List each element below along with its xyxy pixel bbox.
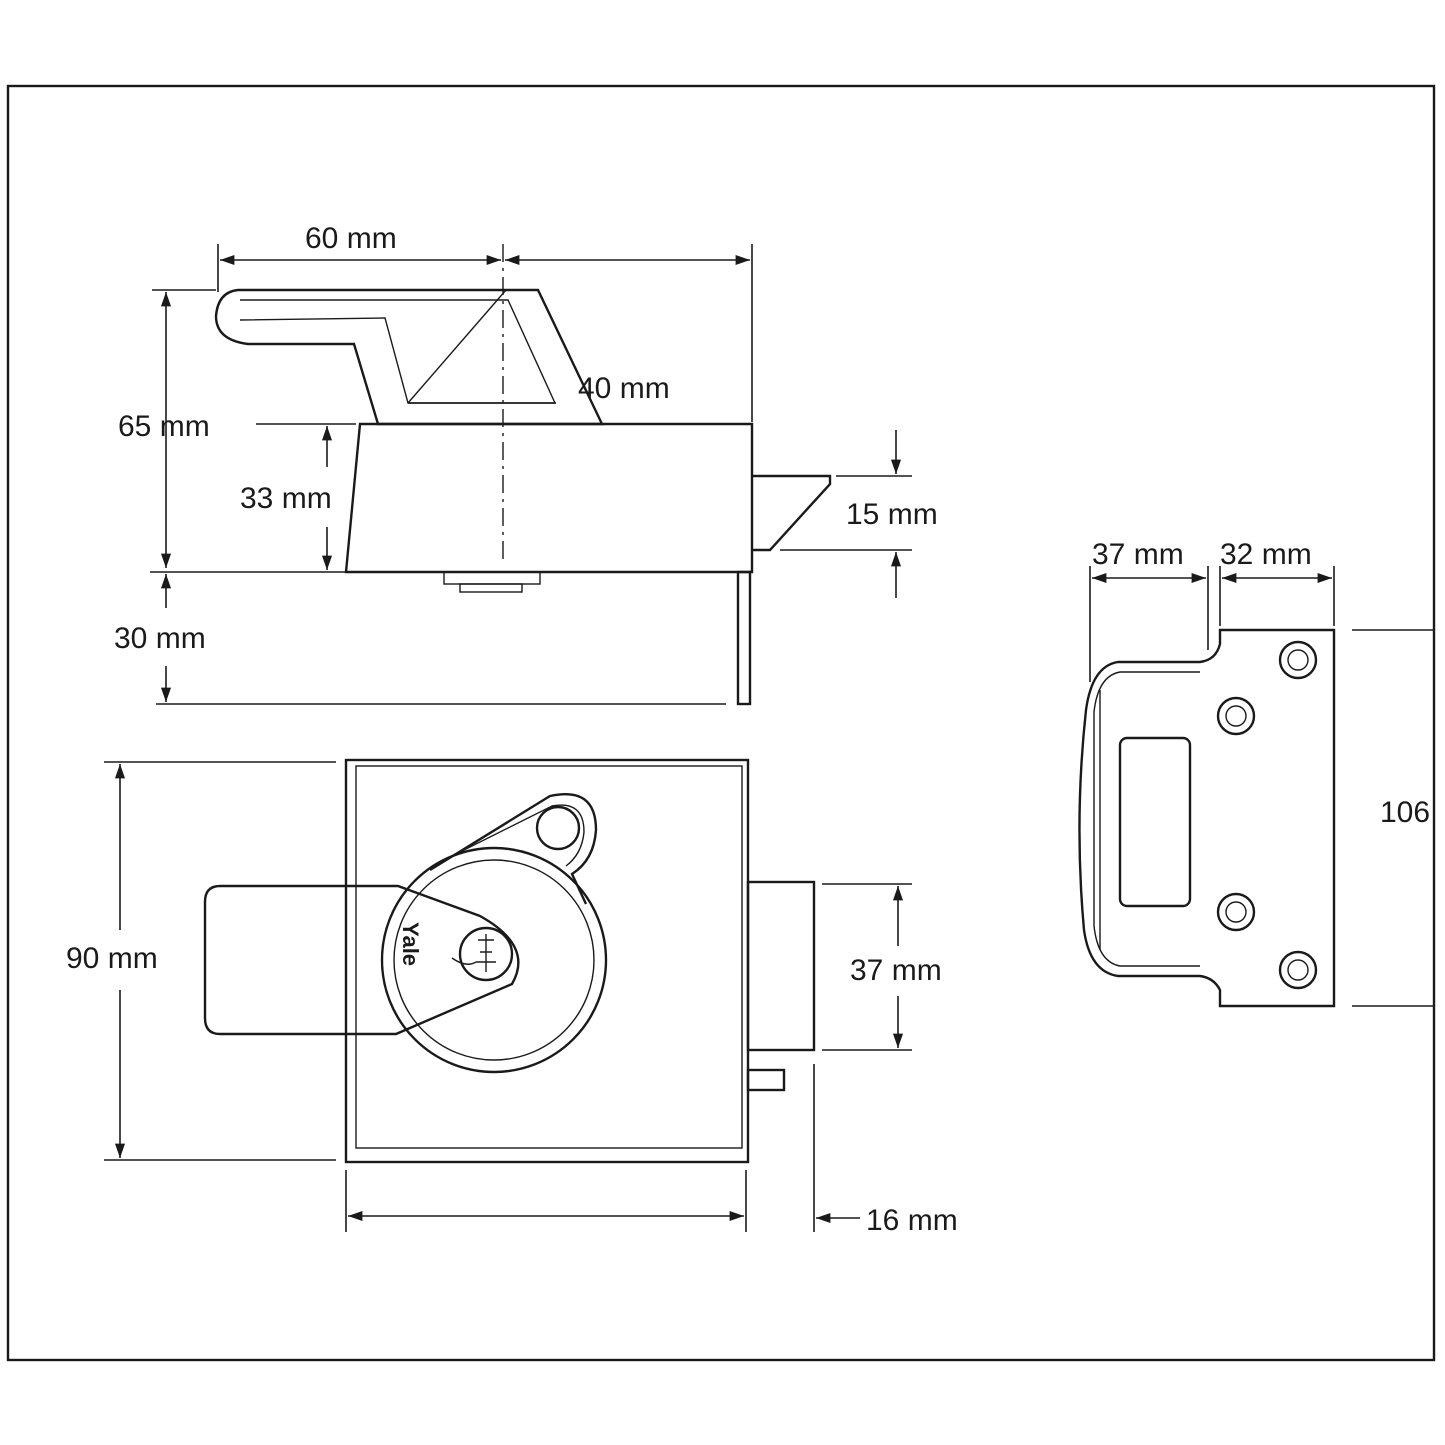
side-latch-bolt — [752, 474, 832, 552]
front-cylinder-rose-inner — [393, 859, 595, 1061]
front-fixing-hole — [535, 805, 581, 851]
label-106: 106 — [1380, 796, 1430, 829]
side-lever-handle — [214, 288, 604, 426]
staple-screw-hole-2-inner — [1225, 705, 1247, 727]
label-32mm: 32 mm — [1220, 538, 1312, 571]
staple-bolt-opening — [1118, 736, 1192, 908]
label-33mm: 33 mm — [240, 482, 332, 515]
label-15mm: 15 mm — [846, 498, 938, 531]
front-keyway-slot — [451, 934, 496, 972]
side-lever-inner-contour — [239, 299, 557, 404]
staple-screw-hole-1-inner — [1287, 649, 1309, 671]
label-90mm: 90 mm — [66, 942, 158, 975]
front-connecting-bar — [746, 1068, 786, 1092]
side-connecting-bar — [736, 570, 752, 706]
label-30mm: 30 mm — [114, 622, 206, 655]
front-fixing-tab-inner — [439, 804, 585, 867]
staple-inner-edge — [1093, 671, 1200, 967]
front-cylinder-rose — [380, 846, 608, 1074]
front-keyway — [458, 926, 514, 982]
side-cylinder-tail-inner — [459, 583, 523, 593]
front-fixing-tab — [429, 793, 598, 905]
label-40mm: 40 mm — [578, 372, 670, 405]
front-latch-bolt — [746, 880, 816, 1052]
side-view: 60 mm 40 mm 65 mm 33 mm 30 mm 15 mm — [114, 222, 938, 706]
brand-logo-text: Yale — [398, 922, 423, 966]
staple-screw-hole-3 — [1216, 892, 1256, 932]
staple-screw-hole-1 — [1278, 640, 1318, 680]
staple-screw-hole-3-inner — [1225, 901, 1247, 923]
side-lever-diagonal — [407, 289, 507, 404]
label-16mm: 16 mm — [866, 1204, 958, 1237]
drawing-frame — [6, 84, 1436, 1362]
front-case-inner — [355, 765, 743, 1149]
label-60mm: 60 mm — [305, 222, 397, 255]
staple-screw-hole-2 — [1216, 696, 1256, 736]
front-view: Yale 90 mm 37 mm 16 mm — [66, 758, 958, 1237]
label-37mm-bolt: 37 mm — [850, 954, 942, 987]
label-65mm: 65 mm — [118, 410, 210, 443]
side-cylinder-tail — [443, 571, 541, 585]
staple-view: 37 mm 32 mm 106 — [1078, 538, 1434, 1008]
staple-screw-hole-4 — [1278, 950, 1318, 990]
front-handle — [203, 884, 520, 1036]
staple-plate — [1078, 628, 1336, 1008]
side-case-body — [344, 422, 754, 574]
label-37mm-staple: 37 mm — [1092, 538, 1184, 571]
staple-screw-hole-4-inner — [1287, 959, 1309, 981]
